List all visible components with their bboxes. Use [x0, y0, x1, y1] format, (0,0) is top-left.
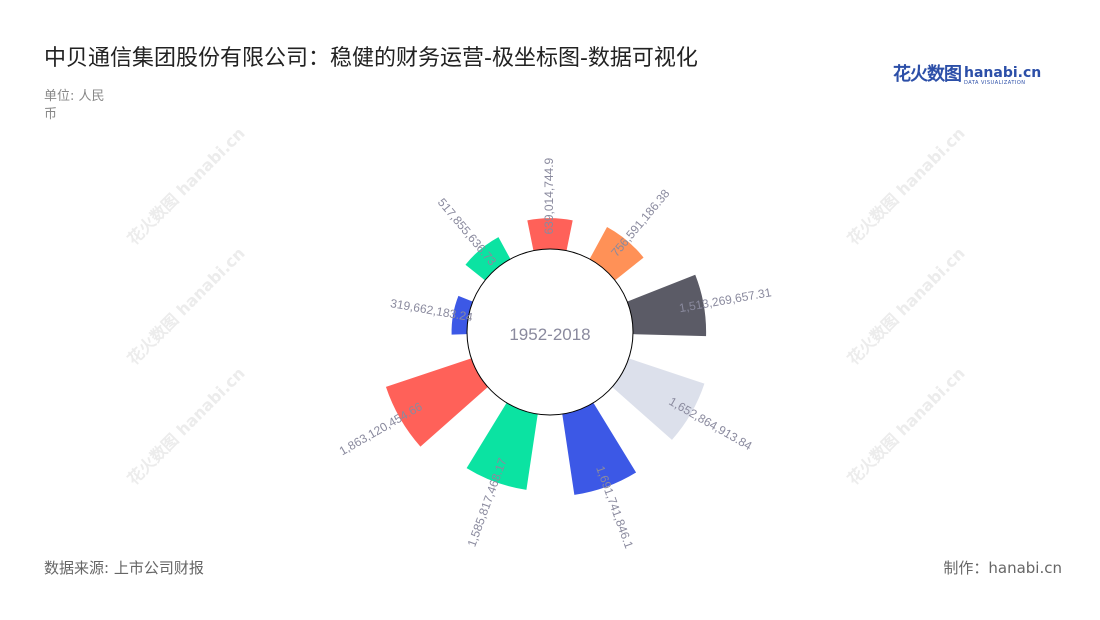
inner-circle	[466, 248, 634, 416]
bar[interactable]	[562, 402, 637, 495]
center-label: 1952-2018	[509, 325, 590, 344]
data-source: 数据来源: 上市公司财报	[44, 559, 204, 577]
logo-tagline: DATA VISUALIZATION	[964, 80, 1026, 86]
logo-cn: 花火数图	[893, 64, 962, 85]
bars	[385, 218, 707, 495]
watermark: 花火数图 hanabi.cn	[844, 244, 969, 369]
watermark: 花火数图 hanabi.cn	[844, 364, 969, 489]
bar[interactable]	[385, 358, 488, 447]
data-label: 756,591,186.38	[608, 186, 673, 259]
data-label: 639,014,744.9	[542, 157, 556, 234]
bar[interactable]	[612, 358, 705, 440]
watermark: 花火数图 hanabi.cn	[124, 244, 249, 369]
bar[interactable]	[465, 237, 511, 281]
bar[interactable]	[451, 295, 473, 335]
watermark: 花火数图 hanabi.cn	[124, 364, 249, 489]
bar[interactable]	[589, 226, 644, 281]
bar[interactable]	[527, 218, 573, 251]
page-title: 中贝通信集团股份有限公司：稳健的财务运营-极坐标图-数据可视化	[44, 46, 698, 71]
watermark: 花火数图 hanabi.cn	[124, 124, 249, 249]
data-label: 517,855,636.73	[435, 195, 500, 268]
bar[interactable]	[627, 274, 707, 337]
logo-en: hanabi.cn	[964, 65, 1042, 81]
credit: 制作：hanabi.cn	[943, 559, 1062, 577]
watermark: 花火数图 hanabi.cn	[844, 124, 969, 249]
bar[interactable]	[466, 402, 538, 490]
unit-label: 单位: 人民币	[44, 89, 105, 122]
